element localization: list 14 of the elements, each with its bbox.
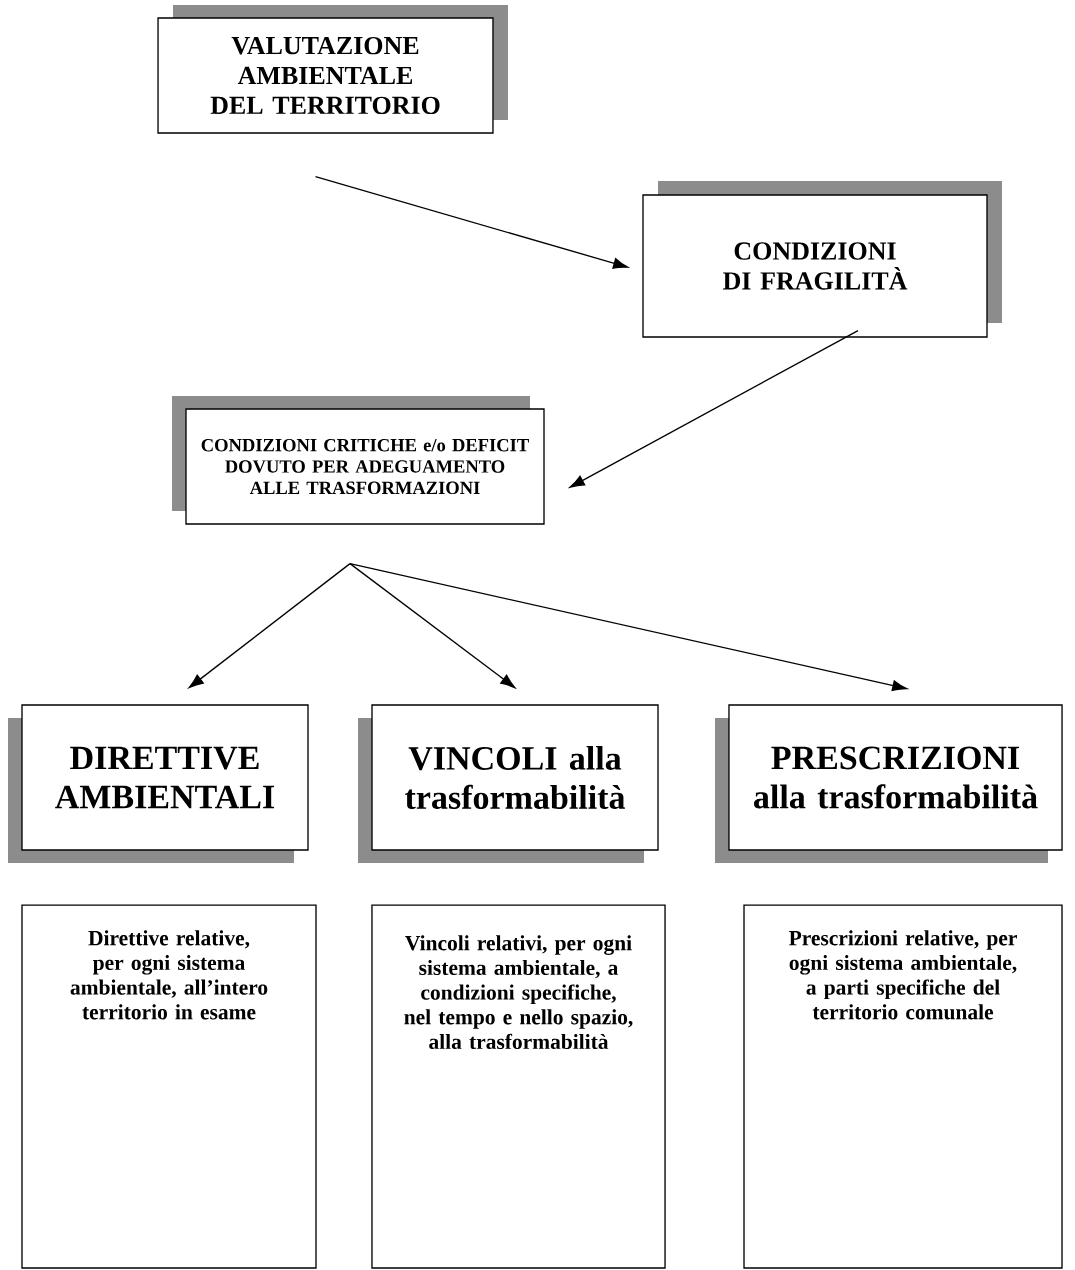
shadowed-box: PRESCRIZIONI alla trasformabilità (715, 704, 1063, 863)
shadowed-box: CONDIZIONI CRITICHE e/o DEFICIT DOVUTO PER ADEGUAMENTO ALLE TRASFORMAZIONI (172, 396, 545, 525)
arrow (569, 330, 859, 488)
shadowed-box: VALUTAZIONE AMBIENTALE DEL TERRITORIO (157, 5, 508, 134)
arrow (314, 175, 629, 269)
arrow (349, 562, 516, 689)
arrow (349, 562, 908, 692)
arrow (188, 562, 351, 689)
shadowed-box: VINCOLI alla trasformabilità (358, 704, 659, 863)
text-box: Prescrizioni relative, per ogni sistema ambientale, a parti specifiche del territorio comunale (743, 904, 1063, 1269)
text-box: Direttive relative, per ogni sistema ambientale, all’intero territorio in esame (21, 904, 317, 1269)
shadowed-box: DIRETTIVE AMBIENTALI (8, 704, 309, 863)
shadowed-box: CONDIZIONI DI FRAGILITÀ (642, 181, 1002, 338)
text-box: Vincoli relativi, per ogni sistema ambientale, a condizioni specifiche, nel tempo e nello spazio, alla trasformabilità (371, 904, 666, 1269)
